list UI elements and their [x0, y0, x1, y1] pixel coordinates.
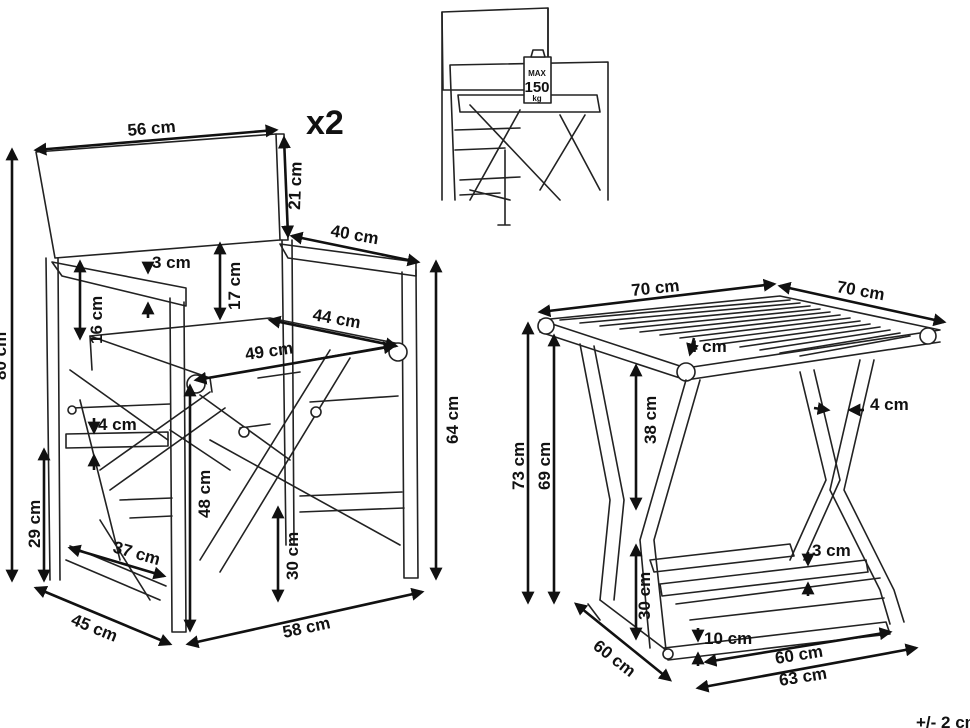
table-base-outer: 63 cm: [778, 664, 829, 690]
table-illustration: [537, 295, 941, 661]
table-rim: 4 cm: [688, 337, 727, 356]
quantity-label: x2: [306, 104, 344, 142]
table-base-inner: 60 cm: [774, 642, 825, 668]
table-apron: 38 cm: [641, 396, 660, 444]
chair-illustration: [35, 133, 419, 633]
chair-arm-height: 16 cm: [87, 296, 106, 344]
table-stretcher: 3 cm: [812, 541, 851, 560]
table-base-depth: 60 cm: [590, 636, 640, 681]
weight-unit: kg: [532, 94, 541, 103]
table-top-width: 70 cm: [630, 276, 680, 300]
chair-total-height: 80 cm: [0, 332, 10, 380]
table-foot: 10 cm: [704, 629, 752, 648]
weight-max-label: MAX: [528, 69, 546, 78]
table-leg-thick: 4 cm: [870, 395, 909, 414]
weight-value: 150: [524, 79, 549, 96]
chair-leg-low: 29 cm: [25, 500, 44, 548]
chair-seat-width: 49 cm: [244, 338, 294, 364]
chair-cross: 37 cm: [111, 538, 163, 570]
table-inner-height: 69 cm: [535, 442, 554, 490]
chair-width-top: 56 cm: [127, 117, 177, 140]
table-dimensions: [521, 278, 947, 693]
small-chair-illustration: [441, 7, 609, 226]
table-low: 30 cm: [635, 572, 654, 620]
chair-back-lower: 17 cm: [225, 262, 244, 310]
tolerance-note: +/- 2 cm: [916, 713, 970, 728]
chair-seat-height: 48 cm: [195, 470, 214, 518]
chair-width-base: 58 cm: [281, 613, 332, 642]
chair-bar: 4 cm: [98, 415, 137, 434]
chair-back-height: 21 cm: [285, 161, 306, 210]
chair-arm-total: 64 cm: [443, 396, 462, 444]
chair-dimensions: [5, 124, 443, 649]
chair-gap: 3 cm: [152, 253, 191, 272]
chair-under-seat: 30 cm: [283, 532, 302, 580]
table-total-height: 73 cm: [509, 442, 528, 490]
chair-depth-base: 45 cm: [69, 610, 121, 646]
